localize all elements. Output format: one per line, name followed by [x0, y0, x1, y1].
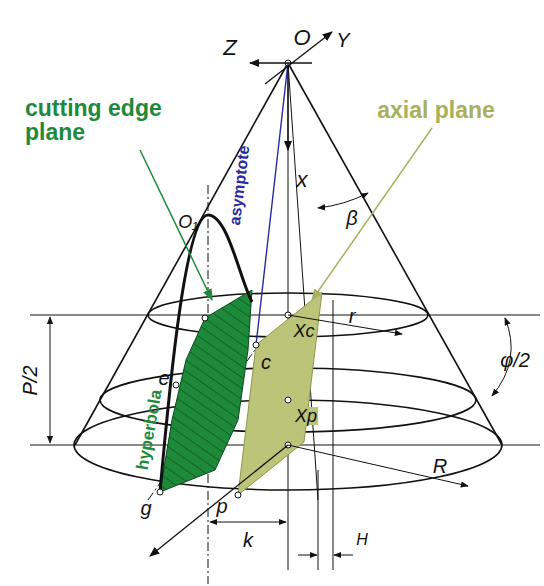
axis-name: Y: [335, 30, 350, 51]
point-name: c: [260, 352, 272, 373]
point-name: Xp: [294, 407, 318, 426]
dimension-label: R: [432, 456, 448, 477]
angle-label: β: [345, 208, 358, 229]
axes: [150, 32, 332, 556]
axial-plane: [238, 292, 322, 495]
part-label: cutting edge plane: [24, 96, 176, 144]
angle-label: φ/2: [499, 350, 531, 371]
leader-line: [312, 128, 432, 300]
dimensions: [50, 193, 511, 555]
axis-name: Z: [222, 36, 237, 59]
dimension-label: k: [242, 530, 254, 551]
points: [157, 60, 291, 498]
point-name: O: [292, 26, 311, 49]
dimension-label: P/2: [20, 364, 41, 396]
reference-lines: [30, 63, 540, 584]
point-name: Xc: [292, 322, 315, 341]
curve-label: hyperbola: [134, 387, 166, 472]
dimension-label: H: [355, 532, 369, 549]
cutting-edge-plane: [160, 290, 252, 492]
leader-line: [140, 150, 212, 300]
axis-name: x: [296, 168, 309, 191]
line-label: asymptote: [227, 143, 254, 226]
point-name: e: [157, 368, 170, 389]
hyperbola-curve: [160, 215, 252, 492]
point-name: O₁: [177, 213, 199, 232]
part-label: axial plane: [376, 98, 496, 122]
asymptote-line: [256, 63, 288, 345]
point-name: g: [139, 498, 152, 519]
point-name: p: [215, 496, 228, 517]
dimension-label: r: [348, 306, 357, 327]
